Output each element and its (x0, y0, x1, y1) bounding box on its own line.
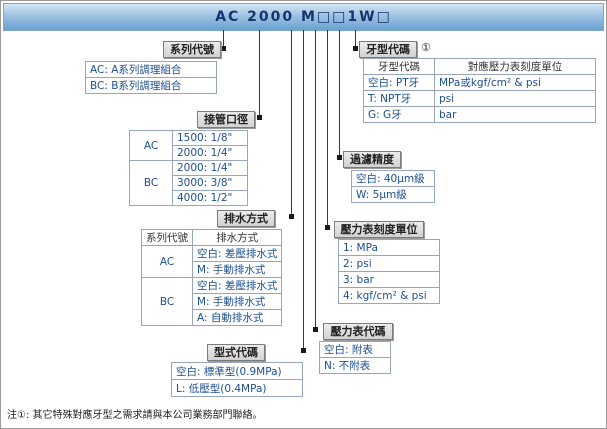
connector-line-filtration (339, 30, 340, 159)
table-cell: 1: MPa (338, 239, 440, 256)
note-ref-1: ① (421, 41, 431, 54)
gauge-code-table: 空白: 附表 N: 不附表 (319, 341, 391, 374)
footnote: 注①: 其它特殊對應牙型之需求請與本公司業務部門聯絡。 (7, 410, 263, 421)
table-cell: BC: B系列調理組合 (85, 77, 217, 94)
connector-node-gauge (313, 327, 318, 332)
connector-node-drain (289, 214, 294, 219)
header-cell: 系列代號 (141, 229, 193, 246)
group-cell: AC (129, 130, 173, 161)
table-cell: AC: A系列調理組合 (85, 61, 217, 78)
table-cell: M: 手動排水式 (191, 293, 283, 310)
table-cell: MPa或kgf/cm² & psi (434, 74, 596, 91)
model-code-header: AC 2000 M□□1W□ (3, 3, 604, 31)
table-cell: 空白: 附表 (319, 341, 391, 358)
connector-node-filtration (337, 155, 342, 160)
connector-node-type (301, 348, 306, 353)
header-cell: 牙型代碼 (363, 58, 435, 75)
group-cell: BC (129, 160, 173, 206)
table-cell: 空白: 差壓排水式 (191, 245, 283, 262)
label-port-size: 接管口徑 (197, 111, 255, 128)
table-cell: 3000: 3/8" (172, 175, 248, 191)
label-gauge-scale-unit: 壓力表刻度單位 (334, 221, 424, 238)
gauge-scale-unit-table: 1: MPa 2: psi 3: bar 4: kgf/cm² & psi (338, 239, 440, 304)
label-filtration-grade: 過濾精度 (343, 151, 401, 168)
table-cell: 3: bar (338, 271, 440, 288)
filtration-table: 空白: 40μm級 W: 5μm級 (351, 170, 435, 203)
connector-node-unit (325, 225, 330, 230)
table-cell: 2: psi (338, 255, 440, 272)
label-thread-code: 牙型代碼 (359, 41, 417, 58)
table-cell: W: 5μm級 (351, 186, 435, 203)
table-cell: L: 低壓型(0.4MPa) (171, 379, 303, 397)
connector-line-gauge (315, 30, 316, 331)
table-cell: psi (434, 90, 596, 107)
label-drain-type: 排水方式 (217, 210, 275, 227)
table-cell: T: NPT牙 (363, 90, 435, 107)
table-cell: G: G牙 (363, 106, 435, 123)
table-cell: 1500: 1/8" (172, 130, 248, 146)
table-cell: 2000: 1/4" (172, 145, 248, 161)
series-table: AC: A系列調理組合 BC: B系列調理組合 (85, 61, 217, 94)
table-cell: 空白: PT牙 (363, 74, 435, 91)
header-cell: 排水方式 (191, 229, 283, 246)
connector-line-type (303, 30, 304, 352)
group-cell: BC (141, 277, 193, 326)
table-cell: A: 自動排水式 (191, 309, 283, 326)
table-cell: M: 手動排水式 (191, 261, 283, 278)
table-cell: bar (434, 106, 596, 123)
connector-line-thread (355, 30, 356, 50)
model-code: AC 2000 M□□1W□ (215, 9, 392, 25)
table-cell: 4: kgf/cm² & psi (338, 287, 440, 304)
connector-line-series (223, 30, 224, 50)
connector-line-drain (291, 30, 292, 218)
table-cell: 空白: 標準型(0.9MPa) (171, 362, 303, 380)
label-series-code: 系列代號 (163, 41, 221, 58)
table-cell: 空白: 差壓排水式 (191, 277, 283, 294)
table-cell: 2000: 1/4" (172, 160, 248, 176)
table-cell: N: 不附表 (319, 357, 391, 374)
connector-node-series (221, 46, 226, 51)
drain-type-table: 系列代號 排水方式 AC 空白: 差壓排水式 M: 手動排水式 BC 空白: 差… (141, 229, 283, 326)
table-cell: 空白: 40μm級 (351, 170, 435, 187)
connector-line-unit (327, 30, 328, 229)
port-size-table: AC 1500: 1/8" 2000: 1/4" BC 2000: 1/4" 3… (129, 130, 248, 206)
label-gauge-code: 壓力表代碼 (323, 323, 393, 340)
label-type-code: 型式代碼 (207, 344, 265, 361)
thread-code-table: 牙型代碼 對應壓力表刻度單位 空白: PT牙 MPa或kgf/cm² & psi… (363, 58, 596, 123)
connector-node-port (257, 115, 262, 120)
group-cell: AC (141, 245, 193, 278)
table-cell: 4000: 1/2" (172, 190, 248, 206)
connector-line-port (259, 30, 260, 119)
header-cell: 對應壓力表刻度單位 (434, 58, 596, 75)
connector-node-thread (353, 46, 358, 51)
type-code-table: 空白: 標準型(0.9MPa) L: 低壓型(0.4MPa) (171, 362, 303, 397)
